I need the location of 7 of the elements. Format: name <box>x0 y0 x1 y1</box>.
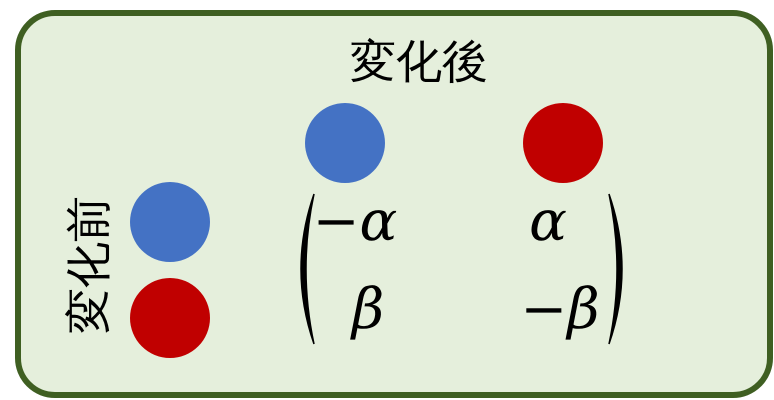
matrix-entry: α <box>529 194 567 250</box>
matrix-entry: −α <box>312 194 398 250</box>
column-heading: 変化後 <box>350 38 488 84</box>
row-heading: 変化前 <box>65 196 111 334</box>
matrix-entry: β <box>352 282 384 338</box>
matrix-entry: −β <box>520 282 600 338</box>
rounded-panel <box>15 10 773 398</box>
